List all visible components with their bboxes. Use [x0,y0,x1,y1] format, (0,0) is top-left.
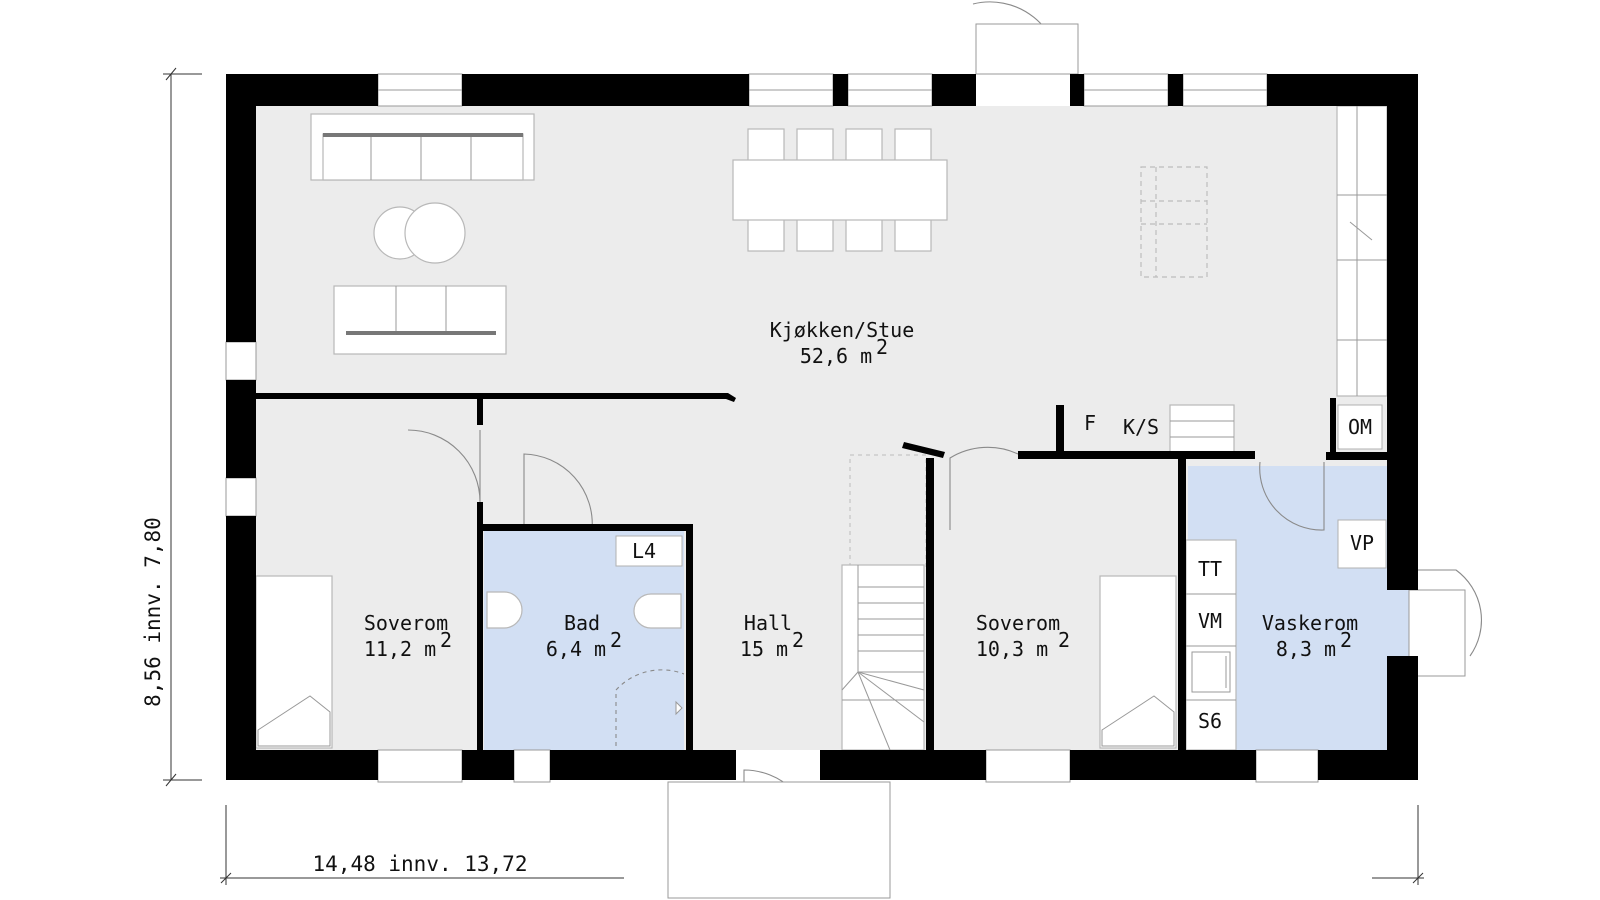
svg-text:Soverom: Soverom [976,611,1060,635]
room-labels: Kjøkken/Stue 52,6 m 2 Soverom 11,2 m 2 B… [364,318,1358,661]
walls [226,74,1418,780]
staircase [841,454,927,751]
svg-text:Kjøkken/Stue: Kjøkken/Stue [770,318,915,342]
room-hall: Hall 15 m 2 [740,611,804,661]
svg-text:2: 2 [440,628,452,652]
fixture-ks: K/S [1123,415,1159,439]
room-kitchen-living: Kjøkken/Stue 52,6 m 2 [770,318,915,368]
sofa-top [310,113,535,181]
kitchen-counter [1336,105,1388,397]
room-laundry: Vaskerom 8,3 m 2 [1262,611,1358,661]
svg-text:6,4 m: 6,4 m [546,637,606,661]
svg-text:Vaskerom: Vaskerom [1262,611,1358,635]
furniture [255,105,1388,754]
laundry-fixtures [1185,539,1237,751]
dimension-height: 8,56 innv. 7,80 [141,517,165,707]
svg-text:52,6 m: 52,6 m [800,344,872,368]
svg-text:10,3 m: 10,3 m [976,637,1048,661]
door-swings [407,1,1483,842]
fridge-cabinet-row [1169,404,1235,454]
fixture-vp: VP [1350,531,1374,555]
fixture-vm: VM [1198,609,1222,633]
svg-text:Soverom: Soverom [364,611,448,635]
fixture-om: OM [1348,415,1372,439]
fixture-f: F [1084,411,1096,435]
bed-right [1099,575,1177,749]
room-bedroom-right: Soverom 10,3 m 2 [976,611,1070,661]
fixture-labels: F K/S OM L4 VP TT VM S6 [615,404,1387,733]
sofa-bottom [333,285,507,355]
kitchen-island [1140,166,1208,278]
room-bedroom-left: Soverom 11,2 m 2 [364,611,452,661]
svg-text:8,3 m: 8,3 m [1276,637,1336,661]
svg-text:2: 2 [792,628,804,652]
dimension-width: 14,48 innv. 13,72 [313,852,528,876]
svg-text:Bad: Bad [564,611,600,635]
coffee-table [404,202,466,264]
fixture-tt: TT [1198,557,1222,581]
windows [225,23,1466,899]
svg-text:2: 2 [610,628,622,652]
bed-left [255,575,333,749]
svg-text:2: 2 [1340,628,1352,652]
dimension-lines: 14,48 innv. 13,72 8,56 innv. 7,80 [141,67,1424,885]
svg-text:15 m: 15 m [740,637,788,661]
dining-table [732,128,948,252]
bathroom-floor [484,530,684,750]
fixture-s6: S6 [1198,709,1222,733]
room-bathroom: Bad 6,4 m 2 [546,611,622,661]
bath-fixtures [486,591,685,754]
svg-text:Hall: Hall [744,611,792,635]
svg-text:2: 2 [876,335,888,359]
svg-text:2: 2 [1058,628,1070,652]
fixture-l4: L4 [632,539,656,563]
svg-text:11,2 m: 11,2 m [364,637,436,661]
